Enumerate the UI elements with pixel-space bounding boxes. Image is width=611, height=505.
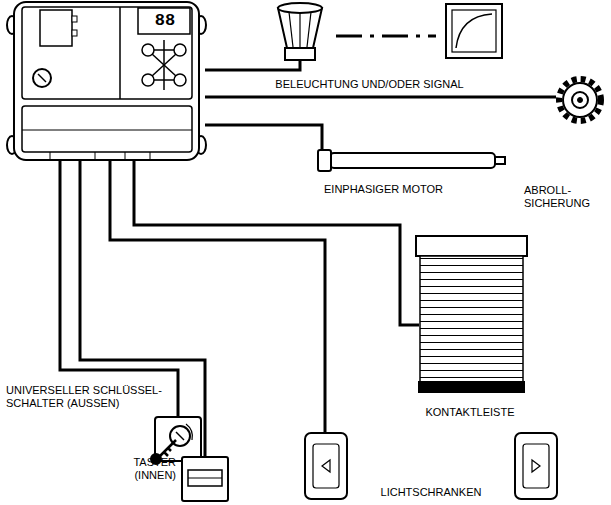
roller-shutter: [416, 236, 527, 392]
push-button: [182, 457, 228, 501]
lamp-top: [278, 3, 322, 13]
device-label: TASTER (INNEN): [100, 456, 176, 482]
lamp-rib: [307, 12, 311, 47]
photocell: [305, 433, 347, 499]
gland: [50, 152, 51, 160]
terminal-divider: [22, 130, 192, 131]
gland: [95, 152, 96, 160]
photocell-eye: [532, 460, 540, 472]
tubular-motor: [318, 150, 505, 171]
device-label: KONTAKTLEISTE: [410, 406, 530, 419]
module: [40, 10, 72, 46]
gear-body: [563, 83, 597, 117]
terminal-compartment: [22, 106, 192, 152]
contact-strip: [419, 382, 524, 392]
trace: [163, 40, 165, 90]
device-label: BELEUCHTUNG UND/ODER SIGNAL: [232, 78, 507, 91]
photocell-eye: [322, 460, 330, 472]
lamp-base: [285, 48, 315, 60]
lamp-rib: [289, 12, 293, 47]
module-tab: [72, 30, 77, 36]
gland: [150, 152, 151, 160]
control-unit: [7, 2, 206, 160]
lamp-rib: [299, 13, 300, 47]
gland: [125, 152, 126, 160]
contact-strip: KONTAKTLEISTE: [410, 232, 532, 424]
display: [138, 8, 190, 34]
gear-axle: [578, 98, 583, 103]
photocell-lens: [313, 444, 339, 488]
roll-off-guard: [559, 79, 601, 121]
signal-frame: [446, 4, 502, 58]
housing: [14, 2, 199, 160]
key-switch: UNIVERSELLER SCHLÜSSEL- SCHALTER (AUSSEN…: [4, 380, 204, 464]
shutter-curtain: [420, 256, 523, 384]
shutter-box: [416, 236, 527, 256]
module-tab: [72, 16, 77, 22]
turn-arrow: [186, 424, 192, 440]
gear-teeth: [559, 79, 601, 121]
display-digits: 88: [140, 11, 190, 31]
motor-head: [318, 150, 331, 171]
lighting-signal: BELEUCHTUNG UND/ODER SIGNAL: [232, 0, 509, 96]
panel-divider: [119, 7, 121, 99]
knob-mark: [38, 74, 46, 82]
device-label: UNIVERSELLER SCHLÜSSEL- SCHALTER (AUSSEN…: [6, 384, 174, 410]
device-label: EINPHASIGER MOTOR: [324, 183, 504, 196]
button-rocker: [188, 470, 222, 486]
wire: [205, 69, 232, 72]
lamp-dome: [278, 8, 322, 48]
wire: [205, 96, 518, 99]
wire: [232, 60, 300, 70]
wire: [205, 125, 322, 145]
warning-lamp: [278, 3, 322, 60]
motor-shaft: [495, 157, 505, 164]
wire: [518, 96, 556, 99]
wire: [60, 160, 178, 380]
signal-arc: [456, 14, 492, 48]
control-unit: 88: [8, 2, 205, 160]
wire: [177, 380, 180, 417]
wire-stubs: [178, 60, 556, 457]
key-slot: [176, 432, 184, 440]
key: [160, 440, 176, 456]
roll-off-guard: ABROLL- SICHERUNG: [518, 72, 608, 222]
signal-face: [452, 10, 496, 52]
photocells: LICHTSCHRANKEN: [300, 428, 564, 503]
gear-hub: [572, 92, 588, 108]
device-label: ABROLL- SICHERUNG: [524, 184, 604, 210]
motor: EINPHASIGER MOTOR: [310, 145, 510, 201]
motor-body: [330, 153, 495, 168]
wire: [410, 324, 419, 327]
switch-plate: [155, 417, 201, 461]
optional-link: [336, 35, 436, 38]
lid-panel: [22, 7, 192, 99]
button-line: [188, 478, 222, 479]
button-plate: [182, 457, 228, 501]
knob: [33, 69, 51, 87]
trimmer-group: [142, 40, 186, 90]
photocell: [515, 433, 557, 499]
photocell-lens: [523, 444, 549, 488]
signal-light: [446, 4, 502, 58]
push-button: TASTER (INNEN): [100, 452, 232, 502]
device-label: LICHTSCHRANKEN: [300, 486, 562, 499]
